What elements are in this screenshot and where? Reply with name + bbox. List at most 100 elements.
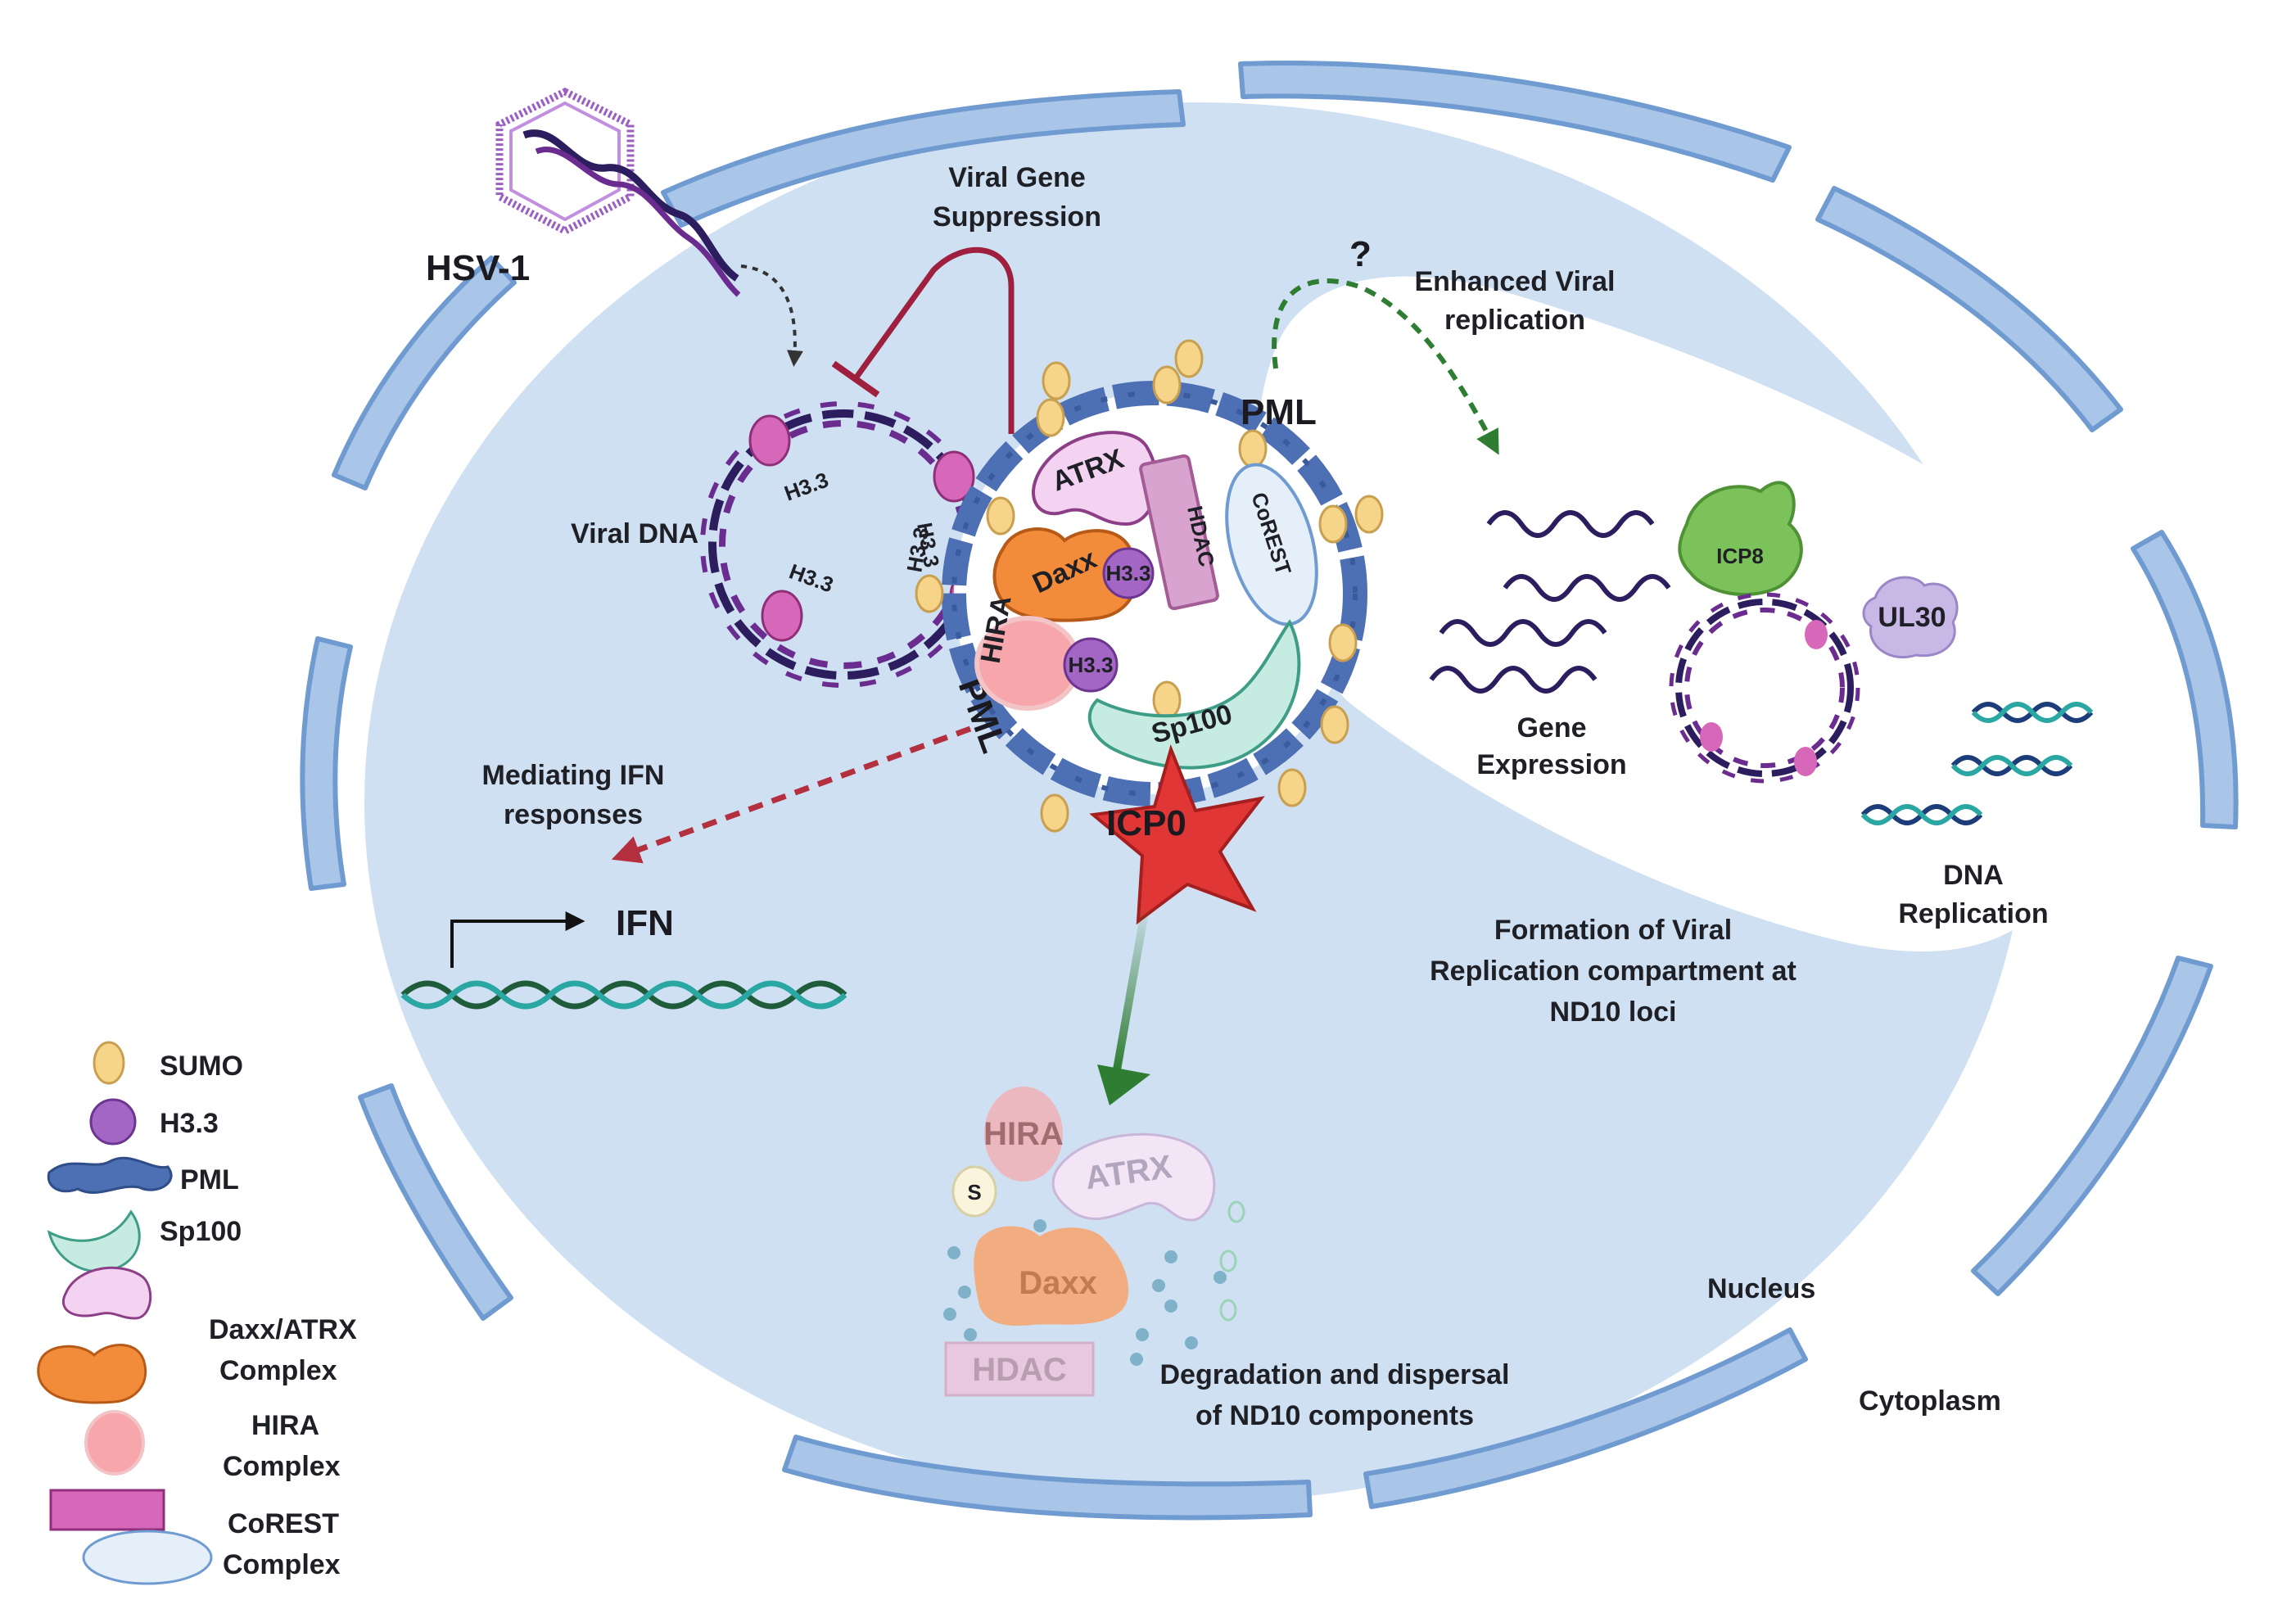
hira-icon [84,1410,145,1476]
corest-shape [1225,463,1318,626]
dispersed-rings [1219,1200,1245,1322]
formation-label: Formation of Viral [1494,915,1732,946]
sp100-icon [47,1209,141,1273]
histone-nucleosomes-small [1700,620,1828,776]
legend: SUMO H3.3 PML Sp100 Daxx/ATRX Complex HI… [37,1041,357,1585]
dispersed-components: HIRA ATRX S Daxx HDAC [943,1087,1245,1397]
legend-daxx-atrx: Daxx/ATRX [209,1314,357,1345]
h33-label: H3.3 [1106,561,1151,585]
h33-icon [89,1098,137,1146]
nucleus-label: Nucleus [1707,1273,1815,1304]
pml-icon [47,1156,173,1194]
nuclear-envelope [300,61,2239,1521]
icp0-star-icon [1089,743,1265,925]
dna-replication-label: Replication [1898,898,2048,929]
replication-compartment [1257,276,2106,952]
corest-hdac-icon [49,1489,213,1585]
histone [1794,747,1817,776]
envelope-segment [1238,61,1792,183]
degradation-label: Degradation and dispersal [1160,1359,1510,1390]
icp8-label: ICP8 [1716,544,1764,568]
mrna-waves [1429,510,1671,694]
legend-sumo: SUMO [160,1051,243,1082]
histone [1700,722,1723,752]
faded-hira-label: HIRA [983,1116,1064,1152]
ifn-gene-dna [400,980,847,1010]
sumo-icon [1238,429,1268,468]
enhanced-replication-label: Enhanced Viral [1414,266,1615,297]
legend-pml: PML [180,1164,239,1195]
legend-daxx-atrx: Complex [219,1355,337,1386]
envelope-segment [358,1083,513,1321]
atrx-shape [1031,431,1159,527]
viral-gene-suppression-label: Viral Gene [948,162,1086,193]
dsdna [1860,804,1983,825]
sumo-icon [915,574,944,613]
enhanced-replication-arrow [1272,278,1499,455]
legend-h33: H3.3 [160,1108,219,1139]
faded-daxx-label: Daxx [1019,1265,1097,1301]
envelope-segment [1815,186,2123,432]
hsv1-capsid-icon [495,87,741,297]
ifn-mediating-label: responses [504,799,643,830]
histone [1805,620,1828,649]
icp0-label: ICP0 [1106,803,1186,843]
daxx-atrx-icon [37,1266,152,1404]
h33-icon [1102,547,1155,599]
faded-atrx [1051,1132,1216,1222]
inhibit-bar [831,360,880,398]
dsdna-fragments [1860,702,2094,825]
ifn-mediating-label: Mediating IFN [482,760,665,791]
legend-hira: Complex [223,1451,341,1482]
mrna [1503,574,1671,602]
histone [761,590,803,642]
formation-label: ND10 loci [1550,997,1677,1028]
faded-hdac-label: HDAC [972,1352,1067,1388]
icp8-shape [1678,481,1803,597]
faded-sumo [951,1165,997,1218]
mrna [1486,510,1655,538]
viral-gene-suppression-label: Suppression [933,201,1101,233]
ul30-label: UL30 [1878,602,1946,633]
histone [933,450,975,503]
legend-sp100: Sp100 [160,1216,242,1247]
sumo-icon [1040,793,1069,833]
legend-corest: CoREST [228,1508,339,1539]
envelope-segment [1971,956,2213,1296]
replicating-viral-dna [1669,592,1860,784]
dsdna [1971,702,2094,723]
dsdna [1950,755,2073,776]
envelope-segment [661,89,1186,228]
ifn-mediating-arrow [611,725,972,864]
sumo-icon [93,1041,125,1085]
sumo-icon [1354,495,1384,534]
envelope-segment [1363,1327,1808,1509]
dispersed-dots [943,1219,1227,1366]
ifn-label: IFN [616,903,674,943]
sumo-icon [1328,623,1358,662]
h33-label: H3.3 [1069,653,1114,677]
suppression-inhibit-arrow [853,246,1015,434]
histone [748,414,791,467]
faded-daxx [974,1226,1129,1326]
faded-hdac [944,1341,1095,1397]
mrna [1439,619,1607,647]
dna-entry-arrow [740,264,803,367]
sp100-shape [1087,619,1301,770]
envelope-segment [300,636,353,891]
degradation-label: of ND10 components [1195,1400,1474,1431]
pml-label: PML [1241,392,1317,432]
transcription-arrow [450,911,585,968]
gene-expression-label: Gene [1516,712,1586,743]
dna-replication-label: DNA [1943,860,2004,891]
gene-expression-label: Expression [1476,749,1626,780]
mrna [1429,666,1598,694]
viral-dna-label: Viral DNA [571,518,698,549]
ul30-shape [1862,576,1959,659]
sumo-icon [1152,365,1182,404]
envelope-segment [332,255,517,490]
sumo-icon [1042,361,1071,400]
sumo-icon [986,496,1015,536]
